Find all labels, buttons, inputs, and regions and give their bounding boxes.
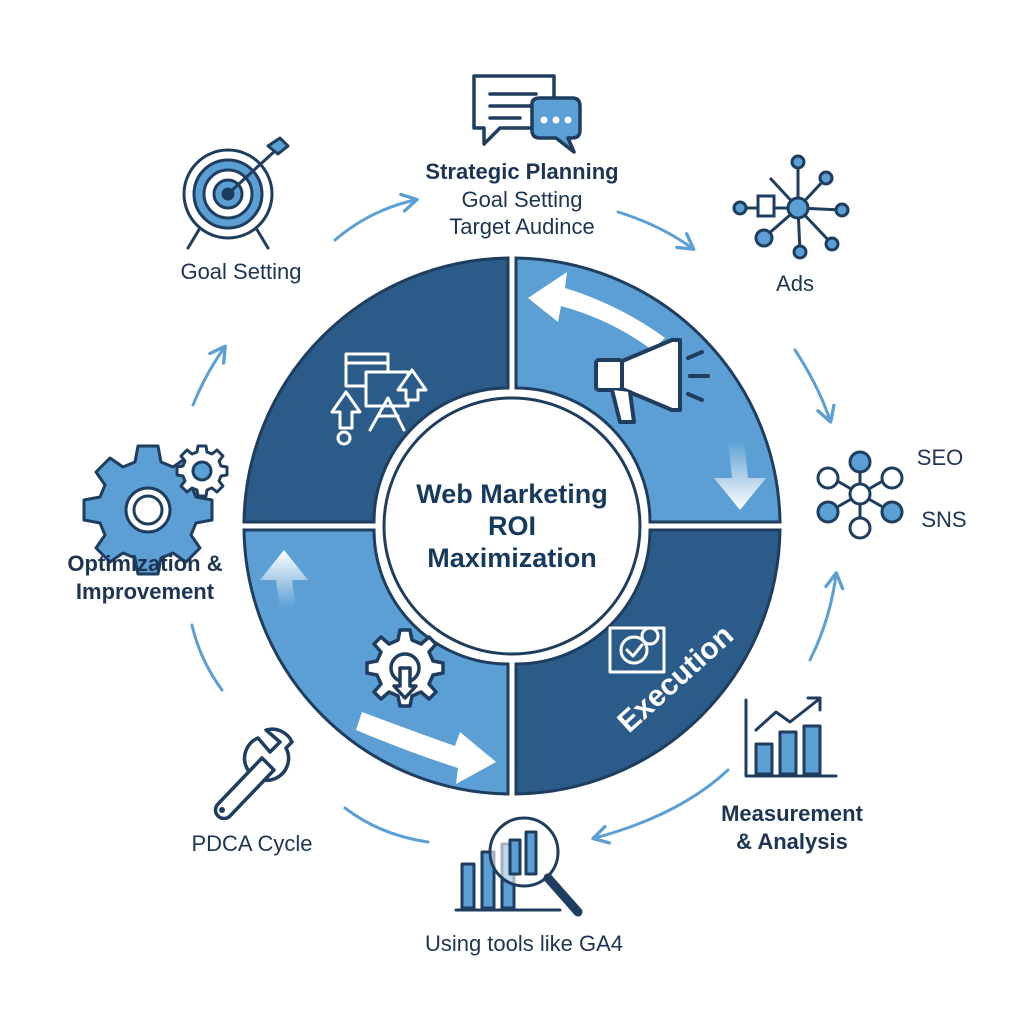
center-disc [382, 396, 642, 656]
wrench-icon [213, 727, 294, 821]
strategic-planning-title: Strategic Planning [425, 159, 619, 184]
pdca-label: PDCA Cycle [191, 831, 313, 856]
target-icon [182, 136, 290, 250]
chat-bubbles-icon [472, 74, 582, 154]
social-network-icon [816, 450, 904, 540]
ring-arrow-right [356, 712, 496, 784]
strategic-planning-line3: Target Audince [449, 214, 595, 239]
ring-arrows [260, 272, 766, 784]
sns-label: SNS [921, 507, 967, 532]
optimization-label: Optimization & Improvement [50, 550, 240, 605]
ring-arrow-down [714, 440, 766, 510]
gears-icon [82, 444, 229, 576]
magnifier-chart-icon [454, 816, 583, 917]
arrow-seo-to-measure [808, 571, 845, 662]
quadrant-bottom-right [514, 528, 782, 796]
megaphone-icon [594, 338, 710, 424]
arrow-goal-to-strategy [333, 192, 419, 242]
arrow-strategy-to-ads [616, 210, 696, 251]
outer-cycle-arrows [190, 192, 845, 845]
center-title-line3: Maximization [427, 543, 597, 573]
planning-icon [330, 352, 428, 446]
arrow-optimization-to-goal [191, 344, 227, 407]
seo-label: SEO [916, 445, 964, 470]
tools-label: Using tools like GA4 [424, 931, 624, 956]
strategic-planning-label: Strategic Planning Goal Setting Target A… [402, 158, 642, 241]
goal-setting-label: Goal Setting [180, 259, 302, 284]
optimization-line2: Improvement [75, 578, 215, 604]
bar-chart-trend-icon [744, 696, 838, 778]
ring-arrow-up [260, 550, 308, 608]
arrow-ads-to-seo [793, 348, 836, 424]
measurement-label: Measurement & Analysis [702, 800, 882, 855]
center-title-line2: ROI [487, 511, 536, 541]
strategic-planning-line2: Goal Setting [461, 186, 583, 212]
center-title-line1: Web Marketing [416, 479, 608, 509]
ads-label: Ads [776, 271, 814, 296]
network-hub-icon [732, 154, 850, 260]
arrow-pdca-to-optimization [190, 623, 224, 692]
center-title: Web Marketing ROI Maximization [392, 478, 632, 574]
arrow-measure-to-tools [591, 768, 730, 845]
approval-icon [608, 626, 666, 674]
arrow-tools-to-pdca [343, 806, 430, 844]
measurement-line2: & Analysis [736, 828, 848, 854]
optimization-line1: Optimization & [67, 551, 223, 576]
ring-arrow-top-left-pointing [528, 272, 665, 350]
measurement-line1: Measurement [721, 801, 863, 826]
gear-arrow-icon [365, 628, 445, 708]
